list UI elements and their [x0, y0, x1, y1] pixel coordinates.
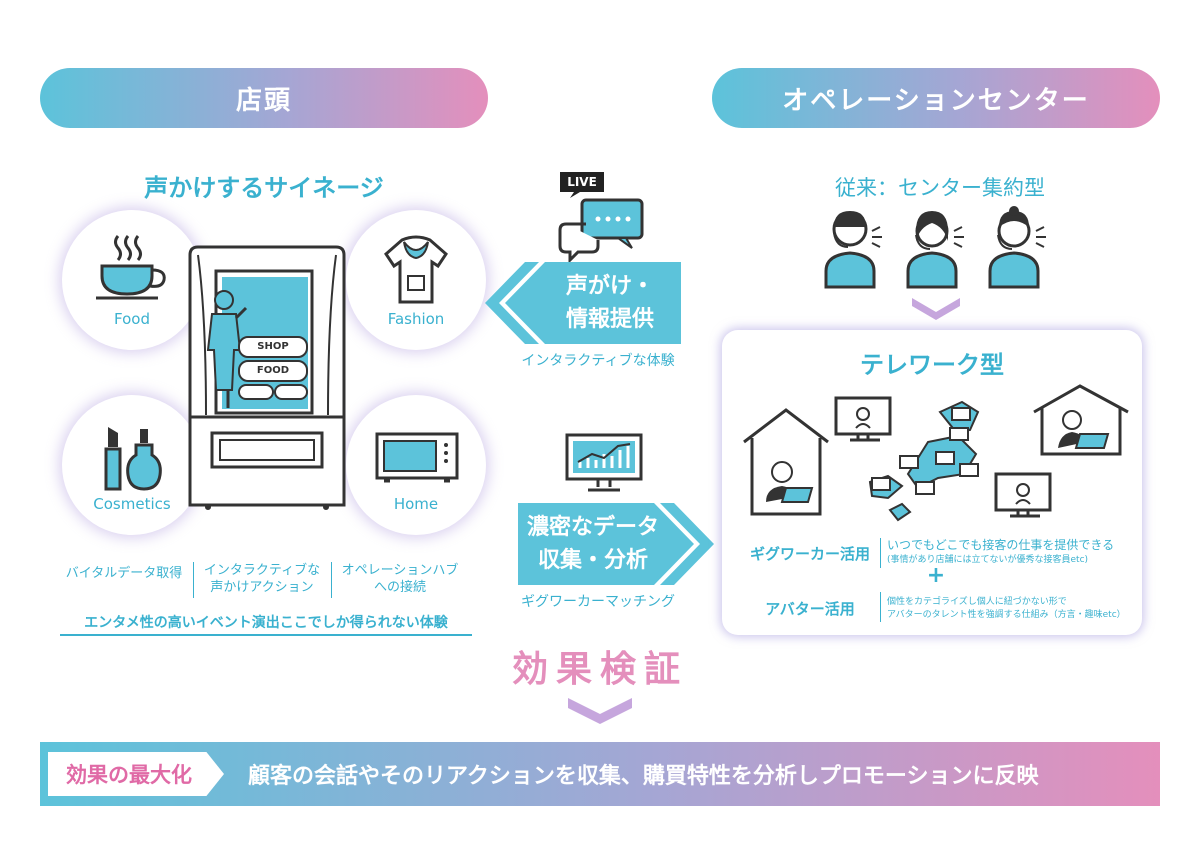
interactive-experience-caption: インタラクティブな体験: [521, 353, 675, 369]
header-operation-center-label: オペレーションセンター: [782, 85, 1090, 116]
feature-ops-hub: オペレーションハブ への接続: [341, 563, 459, 595]
avatar-person-icon: [206, 290, 248, 408]
feature-vital-data: バイタルデータ取得: [65, 566, 183, 581]
feature-interactive-action: インタラクティブな 声かけアクション: [203, 563, 321, 595]
telework-map-illustration: [743, 384, 1129, 522]
live-chat-icon: [558, 172, 644, 262]
food-button: FOOD: [238, 360, 308, 382]
food-button-label: FOOD: [256, 365, 290, 376]
microwave-icon: [375, 432, 459, 483]
telework-title: テレワーク型: [860, 351, 1004, 379]
coffee-cup-icon: [96, 235, 166, 300]
chevron-down-verify-icon: [568, 698, 632, 724]
maximize-effect-bar: [40, 742, 1160, 806]
data-analysis-line2: 収集・分析: [537, 548, 648, 573]
plus-sign: +: [926, 563, 946, 588]
blank-button-2: [274, 384, 308, 400]
avatar-desc-1: 個性をカテゴライズし個人に紐づかない形で: [887, 597, 1067, 607]
maximize-effect-text: 顧客の会話やそのリアクションを収集、購買特性を分析しプロモーションに反映: [248, 764, 1039, 789]
gig-matching-caption: ギグワーカーマッチング: [521, 594, 675, 610]
traditional-label: 従来：センター集約型: [835, 176, 1045, 200]
cosmetics-bubble: Cosmetics: [62, 395, 202, 535]
entertainment-tagline: エンタメ性の高いイベント演出ここでしか得られない体験: [60, 612, 472, 636]
header-operation-center: オペレーションセンター: [712, 68, 1160, 128]
home-bubble: Home: [346, 395, 486, 535]
chevron-down-icon: [912, 298, 960, 320]
left-arrow-shape: [485, 262, 681, 344]
food-label: Food: [114, 310, 150, 328]
live-label: LIVE: [567, 175, 597, 189]
operator-icon-2: [906, 211, 964, 289]
feature-divider-1: [193, 562, 194, 598]
gig-divider: [880, 538, 881, 568]
gig-worker-label: ギグワーカー活用: [749, 545, 870, 563]
signage-title: 声かけするサイネージ: [144, 174, 384, 202]
avatar-desc-2: アバターのタレント性を強調する仕組み（方言・趣味etc）: [887, 610, 1126, 620]
operator-icon-3: [988, 206, 1046, 289]
food-bubble: Food: [62, 210, 202, 350]
home-label: Home: [393, 495, 439, 513]
gig-worker-desc: いつでもどこでも接客の仕事を提供できる: [887, 538, 1115, 552]
monitor-chart-icon: [565, 433, 643, 492]
right-arrow-shape: [518, 503, 714, 585]
cosmetics-icon: [104, 427, 162, 491]
operator-icon-1: [824, 211, 882, 289]
avatar-divider: [880, 592, 881, 622]
fashion-label: Fashion: [387, 310, 445, 328]
voice-info-label: 声がけ・ 情報提供: [540, 270, 680, 336]
blank-button-1: [238, 384, 274, 400]
shop-button: SHOP: [238, 336, 308, 358]
avatar-label: アバター活用: [765, 600, 855, 618]
data-analysis-line1: 濃密なデータ: [526, 515, 659, 540]
voice-info-line2: 情報提供: [565, 307, 654, 332]
header-storefront: 店頭: [40, 68, 488, 128]
voice-info-line1: 声がけ・: [565, 274, 654, 299]
fashion-bubble: Fashion: [346, 210, 486, 350]
maximize-effect-tag: 効果の最大化: [48, 752, 224, 796]
hoodie-icon: [384, 235, 448, 304]
feature-divider-2: [331, 562, 332, 598]
gig-worker-note: (事情があり店舗には立てないが優秀な接客員etc): [887, 555, 1089, 565]
header-storefront-label: 店頭: [235, 85, 292, 116]
effect-verification: 効果検証: [511, 649, 688, 690]
data-analysis-label: 濃密なデータ 収集・分析: [518, 511, 668, 577]
cosmetics-label: Cosmetics: [93, 495, 171, 513]
shop-button-label: SHOP: [257, 341, 289, 352]
